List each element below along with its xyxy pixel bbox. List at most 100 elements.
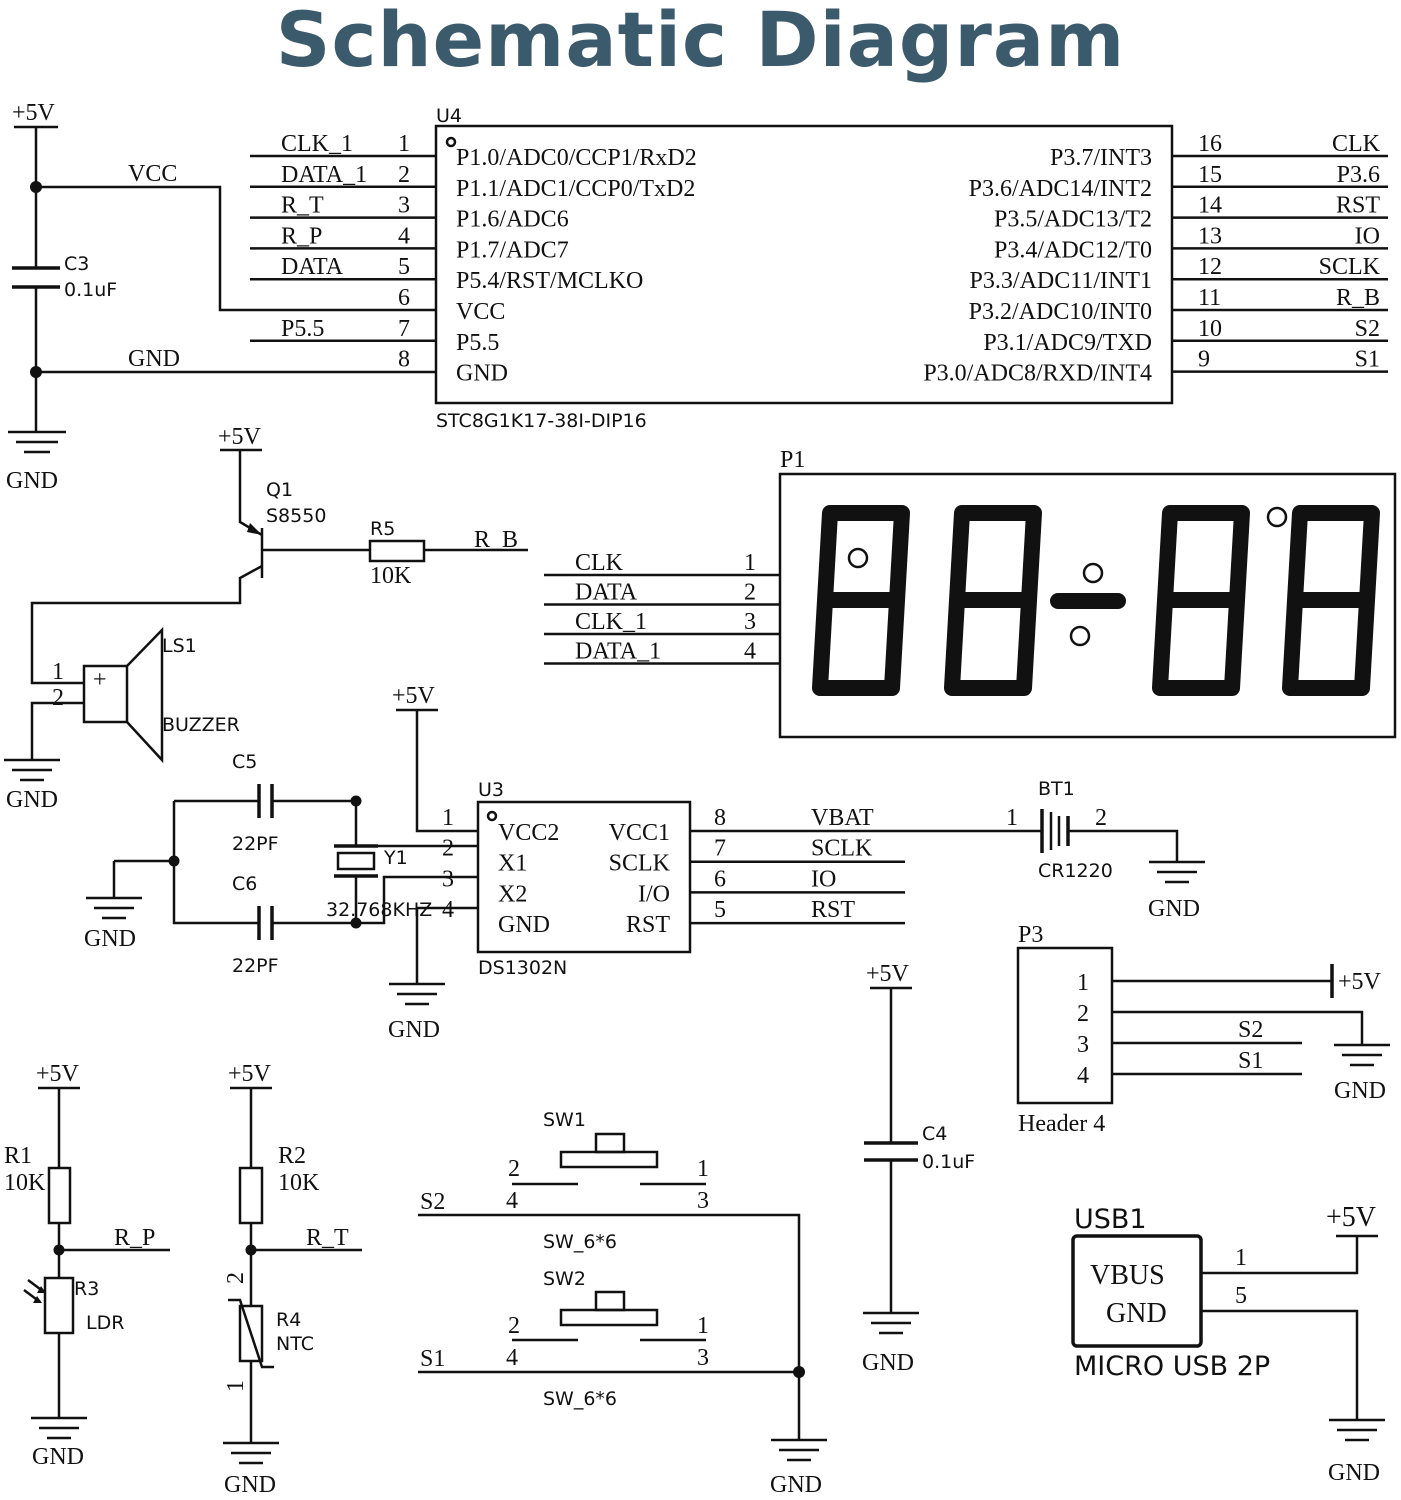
- u4-right-net-label: SCLK: [1319, 254, 1381, 280]
- c3-ref: C3: [64, 253, 89, 275]
- u4-left-pin-number: 5: [398, 254, 410, 280]
- u4-left-pin-number: 3: [398, 193, 410, 219]
- u4-left-pins: 1P1.0/ADC0/CCP1/RxD2CLK_12P1.1/ADC1/CCP0…: [250, 131, 697, 387]
- u4-right-pin-number: 14: [1198, 193, 1222, 219]
- u3-left-pin-name: X2: [498, 881, 527, 907]
- c4-value: 0.1uF: [922, 1151, 975, 1173]
- c5-ref: C5: [232, 751, 257, 773]
- u4-right-pin-number: 13: [1198, 223, 1222, 249]
- p3-gnd-label: GND: [1334, 1078, 1386, 1104]
- u4-right-pin-number: 16: [1198, 131, 1222, 157]
- u3-right-pin-number: 5: [714, 897, 726, 923]
- ls1-ref: LS1: [162, 635, 197, 657]
- seven-segment-digit: [812, 505, 910, 696]
- sw2-part: SW_6*6: [543, 1388, 617, 1410]
- p3-part: Header 4: [1018, 1111, 1105, 1137]
- u4-right-net-label: S1: [1355, 347, 1380, 373]
- ntc-divider: +5V R2 10K R_T R4 NTC 2 1 GND: [223, 1061, 362, 1498]
- r1-value: 10K: [4, 1170, 46, 1196]
- c6-ref: C6: [232, 873, 257, 895]
- sw2-pin2: 2: [508, 1313, 520, 1339]
- u4-left-pin-name: P5.5: [456, 330, 499, 356]
- u3-right-pin-name: I/O: [638, 881, 670, 907]
- sw1-pin2: 2: [508, 1156, 520, 1182]
- u4-left-pin-name: GND: [456, 361, 508, 387]
- usb1-connector: USB1 VBUS GND MICRO USB 2P 1 5 +5V GND: [1071, 1202, 1385, 1486]
- seven-segment-digit: [944, 505, 1042, 696]
- u4-right-pin-name: P3.2/ADC10/INT0: [969, 299, 1152, 325]
- u4-right-net-label: P3.6: [1337, 162, 1380, 188]
- u3-left-pin-name: GND: [498, 912, 550, 938]
- u4-right-net-label: S2: [1355, 316, 1380, 342]
- u4-left-pin-number: 8: [398, 347, 410, 373]
- u4-right-pin-name: P3.1/ADC9/TXD: [983, 330, 1152, 356]
- u3-right-net-label: IO: [811, 866, 836, 892]
- usb1-pin1: 1: [1235, 1245, 1247, 1271]
- sw2-ref: SW2: [543, 1268, 586, 1290]
- u3-right-pin-name: VCC1: [609, 820, 670, 846]
- buzzer-driver-section: +5V Q1 S8550 R5 10K R_B 1 2 + LS1 BUZZER…: [4, 424, 528, 813]
- u3-ref: U3: [478, 779, 504, 801]
- r2-net-label: R_T: [306, 1225, 349, 1251]
- u3-right-pin-number: 6: [714, 866, 726, 892]
- sw1-pin3: 3: [697, 1188, 709, 1214]
- u4-right-pin-number: 11: [1198, 285, 1221, 311]
- u4-left-net-label: P5.5: [281, 316, 324, 342]
- crystal-section: C5 22PF C6 22PF Y1 32.768KHZ GND: [84, 751, 478, 977]
- bt1-ref: BT1: [1038, 778, 1075, 800]
- seven-segment-digit: [1282, 505, 1380, 696]
- p1-pin-number: 1: [744, 550, 756, 576]
- u4-left-pin-name: P1.1/ADC1/CCP0/TxD2: [456, 176, 695, 202]
- q1-ref: Q1: [266, 479, 293, 501]
- u4-left-pin-number: 2: [398, 162, 410, 188]
- usb1-gnd-symbol-label: GND: [1328, 1460, 1380, 1486]
- u3-right-pin-name: RST: [626, 912, 670, 938]
- u3-right-net-label: VBAT: [811, 805, 874, 831]
- u4-part: STC8G1K17-38I-DIP16: [436, 410, 647, 432]
- usb1-part: MICRO USB 2P: [1074, 1351, 1270, 1382]
- q1-part: S8550: [266, 505, 326, 527]
- u4-left-pin-number: 4: [398, 223, 410, 249]
- u4-right-pin-name: P3.7/INT3: [1050, 145, 1152, 171]
- r2-supply-label: +5V: [228, 1061, 272, 1087]
- switches: SW1 2 1 4 3 S2 SW_6*6 SW2 2 1 4 3 S1 SW_…: [418, 1109, 827, 1498]
- r1-net-label: R_P: [114, 1225, 155, 1251]
- u3-left-pin-number: 3: [442, 866, 454, 892]
- p3-net-s1: S1: [1238, 1048, 1263, 1074]
- usb1-gnd-label: GND: [1106, 1298, 1167, 1329]
- bt1-part: CR1220: [1038, 860, 1113, 882]
- u4-left-pin-name: P5.4/RST/MCLKO: [456, 268, 643, 294]
- sw2-pin1: 1: [697, 1313, 709, 1339]
- u3-left-pin-name: VCC2: [498, 820, 559, 846]
- u3-right-pin-number: 8: [714, 805, 726, 831]
- u4-right-pin-number: 12: [1198, 254, 1222, 280]
- u4-right-net-label: IO: [1355, 223, 1380, 249]
- u4-right-pin-name: P3.3/ADC11/INT1: [970, 268, 1152, 294]
- sw1-ref: SW1: [543, 1109, 586, 1131]
- p3-pin-number: 2: [1077, 1001, 1089, 1027]
- ls1-plus: +: [93, 667, 107, 693]
- u4-right-net-label: RST: [1336, 193, 1380, 219]
- u3-right-net-label: SCLK: [811, 836, 873, 862]
- p1-pin-number: 2: [744, 580, 756, 606]
- u4-right-pin-name: P3.6/ADC14/INT2: [969, 176, 1152, 202]
- vcc-net-label: VCC: [128, 161, 177, 187]
- u3-left-pin-number: 4: [442, 897, 454, 923]
- u4-left-net-label: DATA_1: [281, 162, 367, 188]
- u3-left-pin-name: X1: [498, 851, 527, 877]
- r3-gnd-label: GND: [32, 1444, 84, 1470]
- c6-value: 22PF: [232, 955, 279, 977]
- c4-gnd-label: GND: [862, 1350, 914, 1376]
- bt1-pin2: 2: [1095, 805, 1107, 831]
- sw2-net: S1: [420, 1346, 445, 1372]
- u4-left-pin-name: P1.6/ADC6: [456, 207, 569, 233]
- u4-left-pin-name: P1.7/ADC7: [456, 237, 569, 263]
- r4-gnd-label: GND: [224, 1472, 276, 1498]
- usb1-supply-label: +5V: [1326, 1202, 1376, 1233]
- p3-pin-number: 1: [1077, 970, 1089, 996]
